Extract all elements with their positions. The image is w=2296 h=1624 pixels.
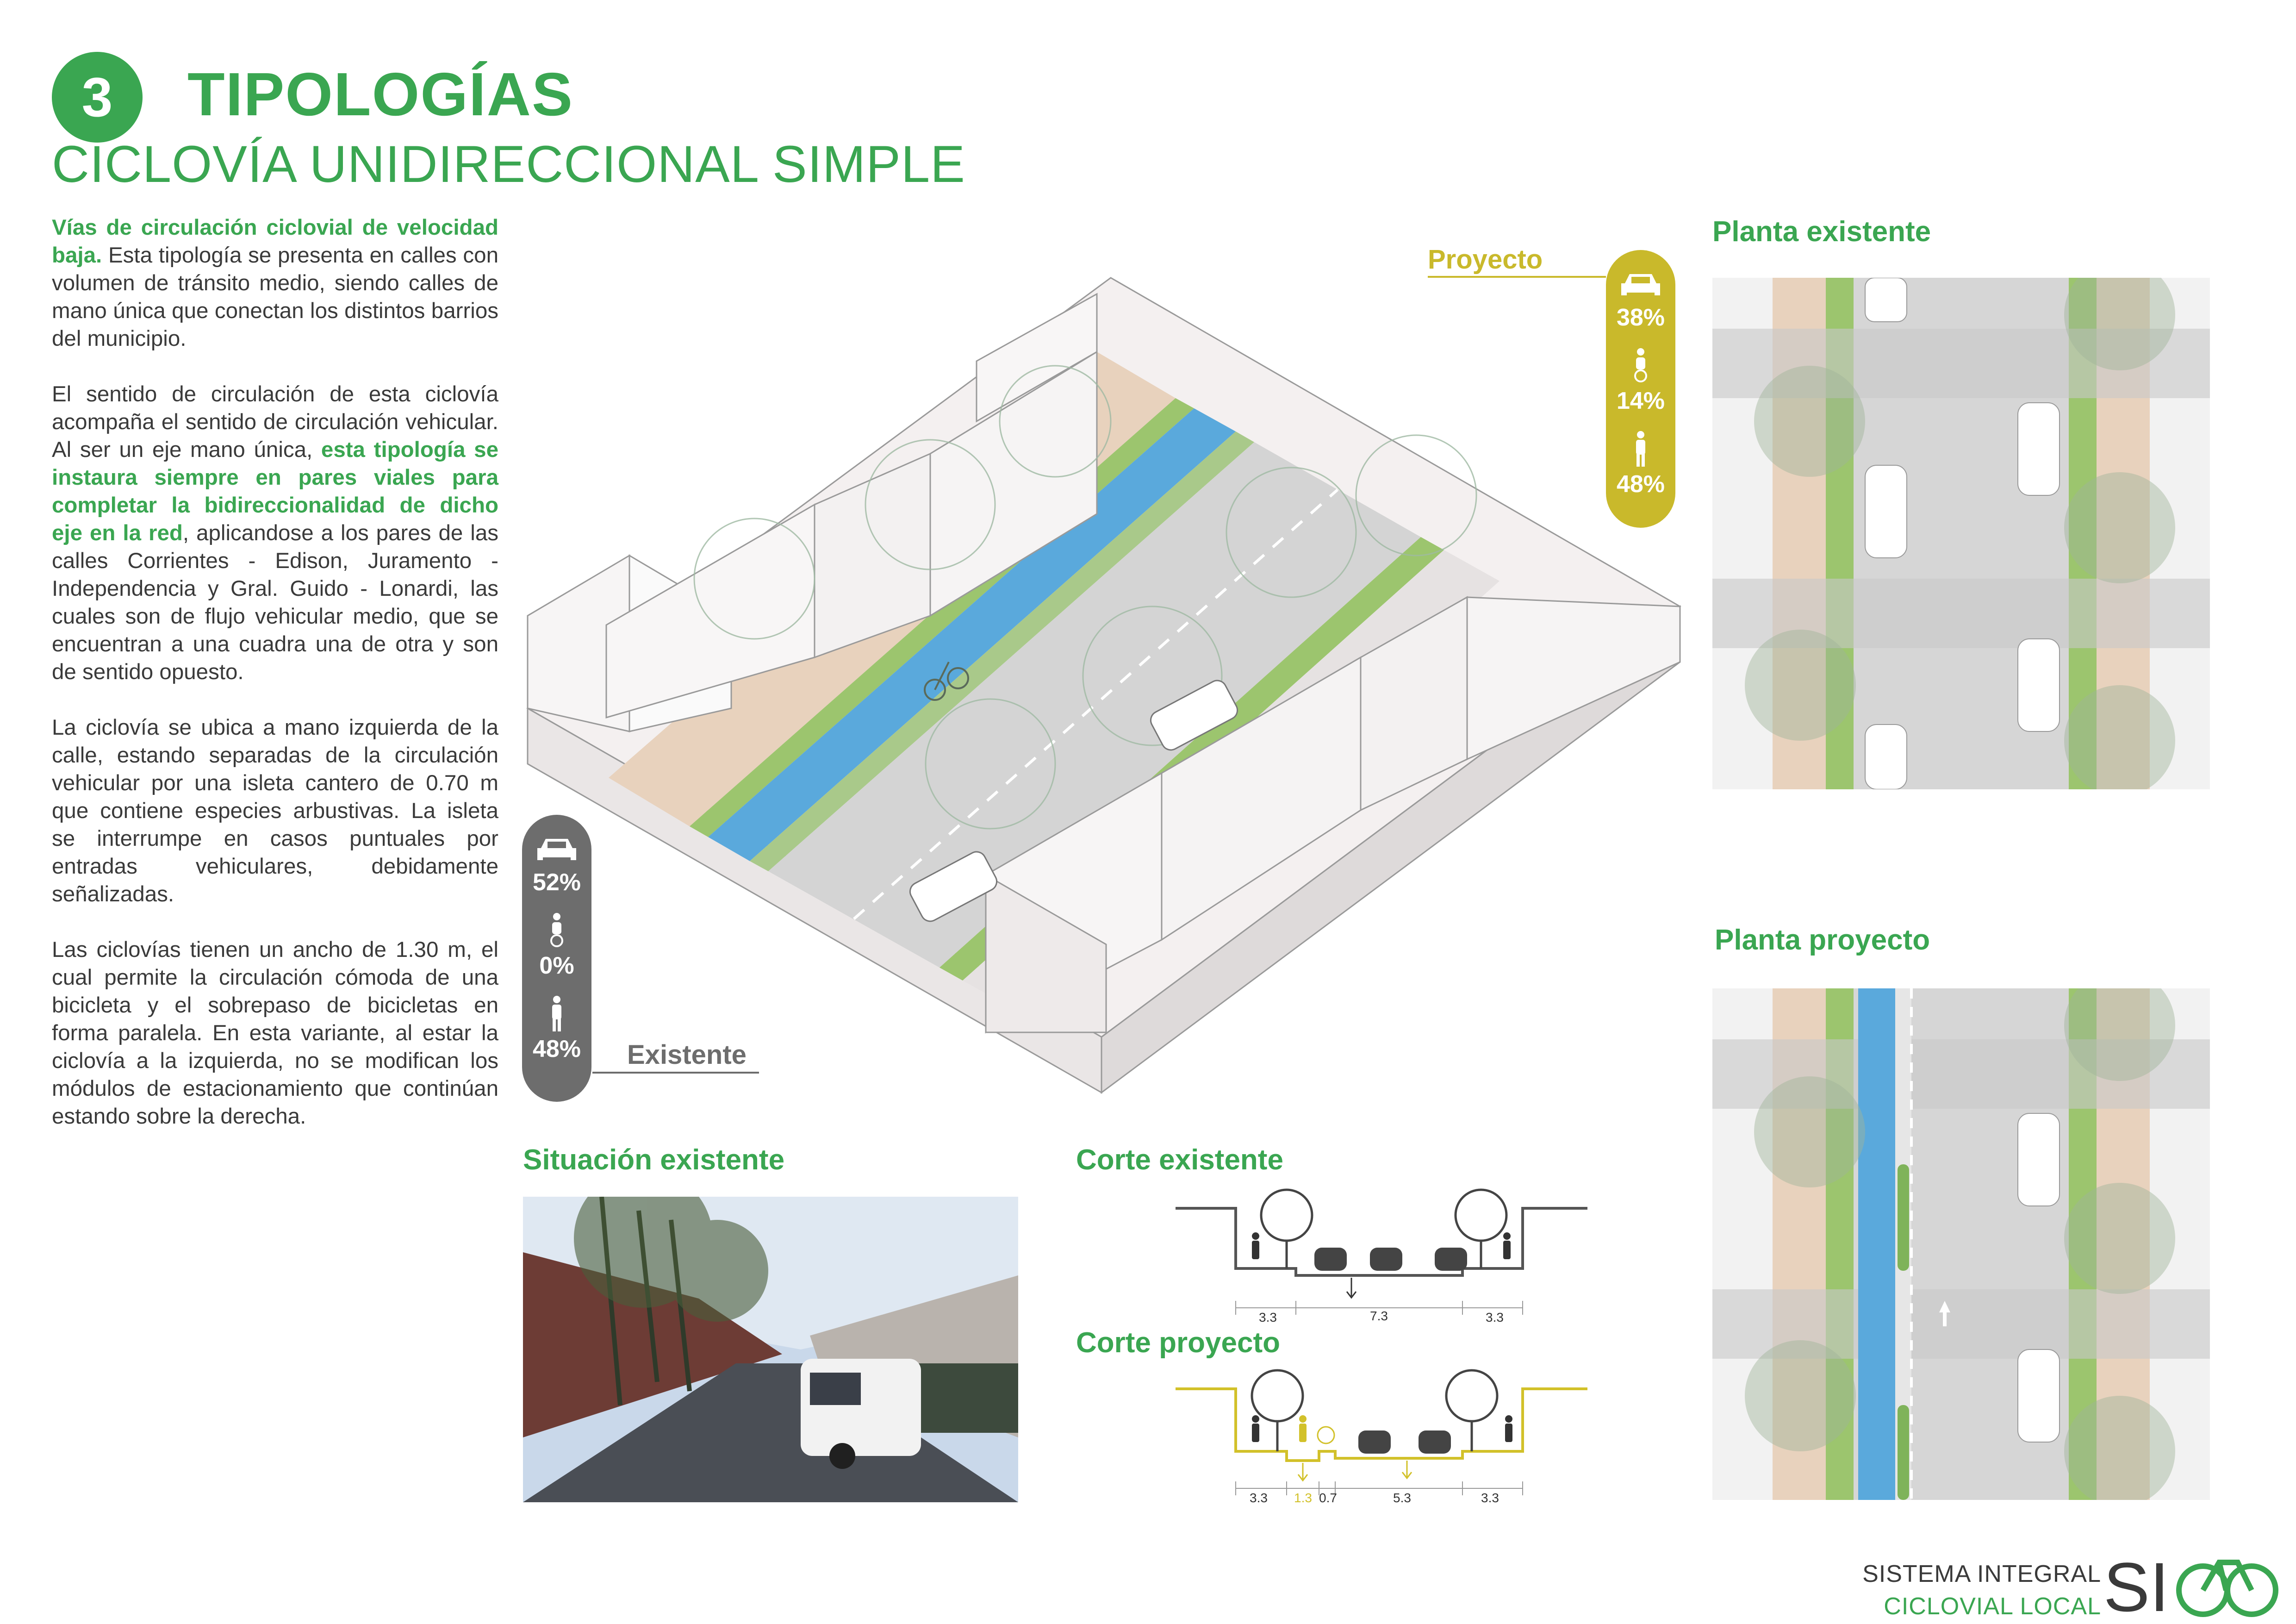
corte-proyecto-section: 3.3 1.3 0.7 5.3 3.3 <box>1176 1369 1587 1505</box>
paragraph-1-text: Esta tipología se presenta en calles con… <box>52 243 498 351</box>
situacion-existente-title: Situación existente <box>523 1144 785 1176</box>
cyclist-icon <box>550 913 563 947</box>
footer-org-line-1: SISTEMA INTEGRAL <box>1862 1561 2101 1587</box>
corte-existente-title: Corte existente <box>1076 1144 1283 1176</box>
paragraph-1-highlight: Vías de circulación ciclovial de velocid… <box>52 215 498 268</box>
corte-proyecto-dim-3: 0.7 <box>1319 1491 1337 1505</box>
logo-text: SI <box>2103 1548 2169 1620</box>
car-icon <box>537 839 576 860</box>
corte-existente-dim-2: 7.3 <box>1370 1309 1388 1323</box>
planta-existente-plan <box>1712 278 2210 789</box>
corte-proyecto-dim-1: 3.3 <box>1250 1491 1268 1505</box>
proyecto-mode-share-pill: 38% 14% 48% <box>1606 250 1675 528</box>
car-icon <box>1621 274 1660 295</box>
corte-proyecto-title: Corte proyecto <box>1076 1327 1280 1359</box>
paragraph-1: Vías de circulación ciclovial de velocid… <box>52 214 498 353</box>
section-number-badge: 3 <box>52 52 143 143</box>
corte-proyecto-dim-4: 5.3 <box>1393 1491 1411 1505</box>
proyecto-label-line <box>1428 276 1606 278</box>
corte-existente-dim-1: 3.3 <box>1259 1310 1277 1324</box>
footer-org-line-2: CICLOVIAL LOCAL <box>1884 1593 2101 1620</box>
cyclist-icon <box>1634 348 1647 382</box>
existente-label-line <box>592 1072 759 1074</box>
page-title: TIPOLOGÍAS <box>187 60 574 128</box>
existente-label: Existente <box>627 1040 747 1070</box>
street-photo <box>523 1197 1018 1502</box>
paragraph-2-text-b: , aplicandose a los pares de las calles … <box>52 521 498 684</box>
pedestrian-icon <box>552 996 561 1031</box>
corte-proyecto-dim-5: 3.3 <box>1481 1491 1499 1505</box>
planta-proyecto-title: Planta proyecto <box>1715 924 1930 956</box>
corte-proyecto-dim-2: 1.3 <box>1294 1491 1312 1505</box>
existente-car-percent: 52% <box>532 869 581 896</box>
paragraph-2-text-a: El sentido de circulación de esta ciclov… <box>52 382 498 462</box>
proyecto-label: Proyecto <box>1428 244 1543 275</box>
corte-existente-section: 3.3 7.3 3.3 <box>1176 1188 1587 1324</box>
description-text: Vías de circulación ciclovial de velocid… <box>52 214 498 1158</box>
proyecto-bike-percent: 14% <box>1616 387 1665 414</box>
proyecto-car-percent: 38% <box>1616 304 1665 331</box>
paragraph-4: Las ciclovías tienen un ancho de 1.30 m,… <box>52 937 498 1129</box>
corte-existente-dim-3: 3.3 <box>1486 1310 1504 1324</box>
existente-mode-share-pill: 52% 0% 48% <box>522 815 591 1102</box>
page-subtitle: CICLOVÍA UNIDIRECCIONAL SIMPLE <box>52 135 965 193</box>
pedestrian-icon <box>1636 431 1645 467</box>
paragraph-2-highlight: esta tipología se instaura siempre en pa… <box>52 437 498 545</box>
sic-bike-logo: SI <box>2103 1548 2278 1620</box>
existente-bike-percent: 0% <box>539 952 574 979</box>
paragraph-3: La ciclovía se ubica a mano izquierda de… <box>52 715 498 906</box>
paragraph-2: El sentido de circulación de esta ciclov… <box>52 381 498 686</box>
proyecto-pedestrian-percent: 48% <box>1616 471 1665 498</box>
isometric-street-illustration <box>526 277 1681 1094</box>
planta-existente-title: Planta existente <box>1712 216 1931 248</box>
existente-pedestrian-percent: 48% <box>532 1036 581 1062</box>
planta-proyecto-plan <box>1712 988 2210 1500</box>
